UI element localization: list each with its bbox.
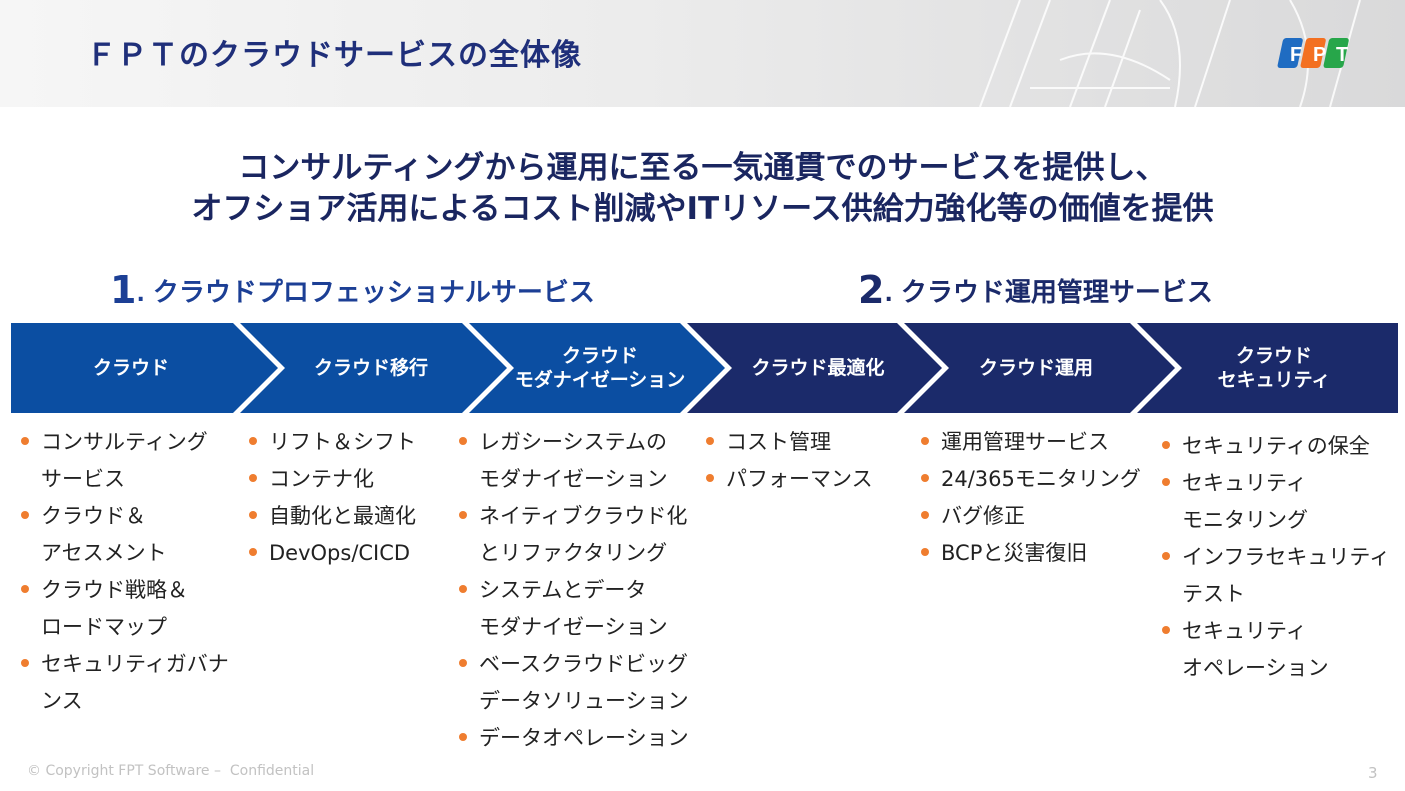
list-item: 自動化と最適化 xyxy=(249,498,459,535)
list-item: バグ修正 xyxy=(921,498,1146,535)
logo-letter-t: T xyxy=(1336,44,1348,66)
list-security: セキュリティの保全セキュリティ モニタリングインフラセキュリティ テストセキュリ… xyxy=(1162,428,1398,687)
stage-label-migration: クラウド移行 xyxy=(313,357,428,379)
list-item: システムとデータ モダナイゼーション xyxy=(459,572,694,646)
logo-letter-p: P xyxy=(1313,44,1326,66)
list-item: ネイティブクラウド化 とリファクタリング xyxy=(459,498,694,572)
section-dot: . xyxy=(136,282,145,307)
list-item: レガシーシステムの モダナイゼーション xyxy=(459,424,694,498)
list-item: データオペレーション xyxy=(459,720,694,757)
section-label: クラウドプロフェッショナルサービス xyxy=(152,278,595,308)
list-item: クラウド戦略＆ ロードマップ xyxy=(21,572,246,646)
list-item: インフラセキュリティ テスト xyxy=(1162,539,1398,613)
list-item: コンテナ化 xyxy=(249,461,459,498)
arrow-stage-6 xyxy=(1137,323,1398,413)
arrow-stage-3 xyxy=(469,323,725,413)
stage-label-optimization: クラウド最適化 xyxy=(751,357,885,379)
copyright-footer: © Copyright FPT Software – Confidential xyxy=(27,763,315,779)
section-number: 2 xyxy=(858,268,885,312)
list-item: クラウド＆ アセスメント xyxy=(21,498,246,572)
page-number: 3 xyxy=(1368,764,1378,782)
subtitle-line-2: オフショア活用によるコスト削減やITリソース供給力強化等の価値を提供 xyxy=(191,191,1214,227)
service-flow-arrows xyxy=(11,323,1398,413)
fpt-logo: F P T xyxy=(1277,38,1349,68)
list-item: セキュリティの保全 xyxy=(1162,428,1398,465)
list-item: BCPと災害復旧 xyxy=(921,535,1146,572)
list-item: セキュリティ オペレーション xyxy=(1162,613,1398,687)
page-title: ＦＰＴのクラウドサービスの全体像 xyxy=(86,38,582,73)
stage-label-modernization: クラウド モダナイゼーション xyxy=(514,345,686,391)
list-item: セキュリティガバナンス xyxy=(21,646,246,720)
stage-label-operation: クラウド運用 xyxy=(978,357,1093,379)
logo-letter-f: F xyxy=(1290,44,1302,66)
list-item: コスト管理 xyxy=(706,424,906,461)
section-number: 1 xyxy=(110,268,137,312)
subtitle-line-1: コンサルティングから運用に至る一気通貫でのサービスを提供し、 xyxy=(238,150,1167,186)
stage-label-security: クラウド セキュリティ xyxy=(1217,345,1331,391)
list-item: DevOps/CICD xyxy=(249,535,459,572)
list-optimization: コスト管理パフォーマンス xyxy=(706,424,906,498)
header-decoration xyxy=(979,0,1361,107)
list-item: 24/365モニタリング xyxy=(921,461,1146,498)
arrow-stage-1 xyxy=(11,323,278,413)
section-dot: . xyxy=(884,282,893,307)
stage-label-cloud: クラウド xyxy=(92,357,169,379)
arrow-stage-4 xyxy=(687,323,942,413)
list-item: リフト＆シフト xyxy=(249,424,459,461)
arrow-stage-2 xyxy=(240,323,507,413)
arrow-stage-5 xyxy=(904,323,1175,413)
section-label: クラウド運用管理サービス xyxy=(900,278,1213,308)
section-title-operation: 2. クラウド運用管理サービス xyxy=(858,268,1213,312)
list-item: 運用管理サービス xyxy=(921,424,1146,461)
header-band: ＦＰＴのクラウドサービスの全体像 F P T xyxy=(0,0,1405,107)
list-item: ベースクラウドビッグ データソリューション xyxy=(459,646,694,720)
list-item: コンサルティング サービス xyxy=(21,424,246,498)
list-modernization: レガシーシステムの モダナイゼーションネイティブクラウド化 とリファクタリングシ… xyxy=(459,424,694,757)
list-item: パフォーマンス xyxy=(706,461,906,498)
list-item: セキュリティ モニタリング xyxy=(1162,465,1398,539)
section-title-professional: 1. クラウドプロフェッショナルサービス xyxy=(110,268,595,312)
list-cloud: コンサルティング サービスクラウド＆ アセスメントクラウド戦略＆ ロードマップセ… xyxy=(21,424,246,720)
